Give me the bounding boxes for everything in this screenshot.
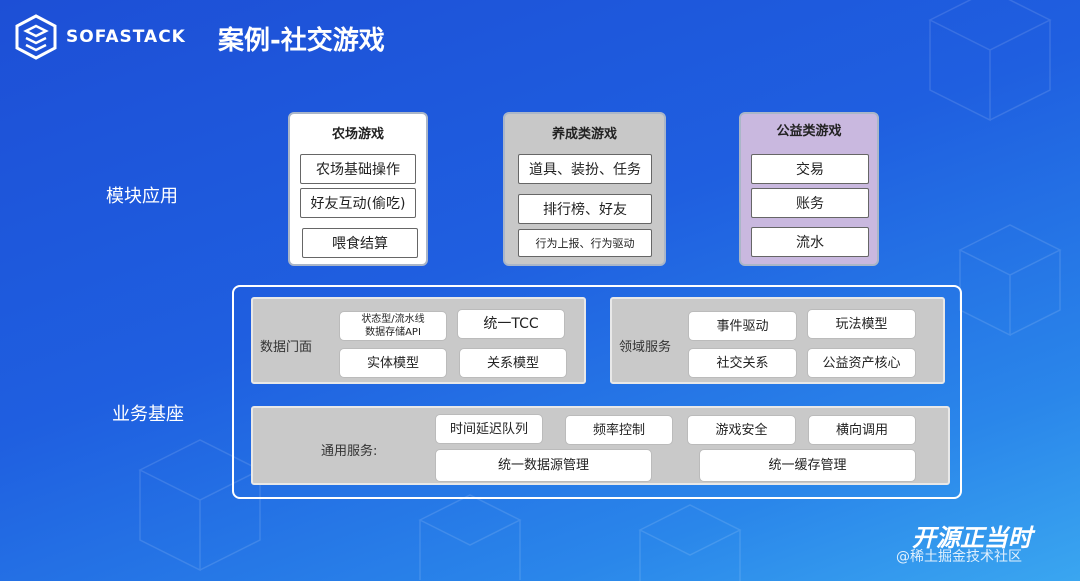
brand-slogan: 开源正当时 bbox=[912, 524, 1032, 552]
unified-tcc-box: 统一TCC bbox=[457, 309, 565, 339]
module-card-charity: 公益类游戏 交易 账务 流水 bbox=[739, 112, 879, 266]
sofastack-logo: SOFASTACK bbox=[14, 14, 186, 60]
domain-service-label: 领域服务 bbox=[619, 340, 672, 355]
unified-datasource-box: 统一数据源管理 bbox=[435, 449, 652, 482]
horizontal-call-box: 横向调用 bbox=[808, 415, 916, 445]
module-item: 排行榜、好友 bbox=[518, 194, 652, 224]
module-item: 道具、装扮、任务 bbox=[518, 154, 652, 184]
delay-queue-box: 时间延迟队列 bbox=[435, 414, 543, 444]
module-item: 行为上报、行为驱动 bbox=[518, 229, 652, 257]
gameplay-model-box: 玩法模型 bbox=[807, 309, 916, 339]
data-facade-label: 数据门面 bbox=[260, 340, 313, 355]
common-service-label: 通用服务: bbox=[321, 444, 378, 459]
logo-text: SOFASTACK bbox=[66, 27, 186, 47]
game-security-box: 游戏安全 bbox=[687, 415, 796, 445]
event-driven-box: 事件驱动 bbox=[688, 311, 797, 341]
row-label-base: 业务基座 bbox=[112, 404, 184, 425]
charity-asset-core-box: 公益资产核心 bbox=[807, 348, 916, 378]
module-item: 农场基础操作 bbox=[300, 154, 416, 184]
business-base-frame bbox=[232, 285, 962, 499]
page-title: 案例-社交游戏 bbox=[218, 26, 385, 56]
module-title: 公益类游戏 bbox=[776, 124, 842, 139]
relation-model-box: 关系模型 bbox=[459, 348, 567, 378]
state-line-text: 状态型/流水线 bbox=[361, 314, 425, 325]
module-card-nurture: 养成类游戏 道具、装扮、任务 排行榜、好友 行为上报、行为驱动 bbox=[503, 112, 666, 266]
sofastack-cube-icon bbox=[15, 14, 57, 60]
watermark: @稀土掘金技术社区 bbox=[896, 549, 1022, 565]
module-card-farm: 农场游戏 农场基础操作 好友互动(偷吃) 喂食结算 bbox=[288, 112, 428, 266]
module-item: 流水 bbox=[751, 227, 869, 257]
module-item: 好友互动(偷吃) bbox=[300, 188, 416, 218]
row-label-module: 模块应用 bbox=[106, 186, 178, 207]
data-facade-panel: 数据门面 状态型/流水线 数据存储API 统一TCC 实体模型 关系模型 bbox=[251, 297, 586, 384]
storage-api-text: 数据存储API bbox=[365, 327, 421, 338]
state-storage-api-box: 状态型/流水线 数据存储API bbox=[339, 311, 447, 341]
module-item: 交易 bbox=[751, 154, 869, 184]
module-item: 喂食结算 bbox=[302, 228, 418, 258]
module-title: 农场游戏 bbox=[331, 127, 384, 142]
module-item: 账务 bbox=[751, 188, 869, 218]
unified-cache-box: 统一缓存管理 bbox=[699, 449, 916, 482]
rate-control-box: 频率控制 bbox=[565, 415, 673, 445]
social-relation-box: 社交关系 bbox=[688, 348, 797, 378]
domain-service-panel: 领域服务 事件驱动 玩法模型 社交关系 公益资产核心 bbox=[610, 297, 945, 384]
entity-model-box: 实体模型 bbox=[339, 348, 447, 378]
module-title: 养成类游戏 bbox=[551, 127, 617, 142]
common-service-panel: 通用服务: 时间延迟队列 频率控制 游戏安全 横向调用 统一数据源管理 统一缓存… bbox=[251, 406, 950, 485]
